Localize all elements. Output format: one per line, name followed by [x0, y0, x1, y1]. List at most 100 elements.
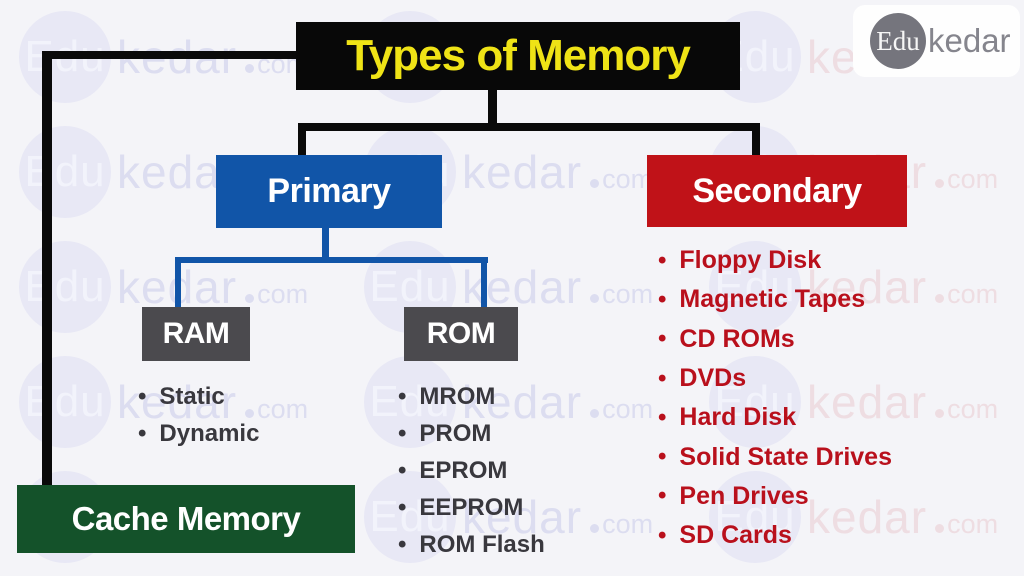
- bullet-icon: •: [658, 285, 667, 313]
- connector-primary-down: [322, 227, 329, 261]
- list-item: •EPROM: [398, 452, 545, 489]
- watermark-brand-text: Edu: [714, 377, 796, 426]
- primary-label: Primary: [267, 172, 391, 210]
- page-title: Types of Memory: [346, 31, 691, 80]
- watermark-name-text: kedar: [462, 376, 583, 428]
- list-item: • MROM: [398, 378, 545, 415]
- list-item-label: Pen Drives: [679, 481, 809, 510]
- watermark-circle-icon: Edu: [19, 356, 111, 448]
- watermark-domain-text: com: [947, 163, 999, 194]
- watermark-name-text: kedar: [462, 146, 583, 198]
- list-item-label: SD Cards: [679, 521, 792, 550]
- ram-types-list: • Static • Dynamic: [138, 378, 259, 452]
- watermark-dot-icon: [245, 63, 255, 73]
- watermark-domain-text: com: [947, 508, 999, 539]
- list-item: •DVDs: [658, 359, 892, 398]
- list-item-label: Dynamic: [159, 419, 260, 447]
- watermark-domain-text: com: [257, 278, 309, 309]
- list-item: • Dynamic: [138, 415, 259, 452]
- connector-to-primary: [298, 123, 306, 156]
- bullet-icon: •: [658, 325, 667, 353]
- list-item-label: Magnetic Tapes: [679, 285, 866, 314]
- bullet-icon: •: [658, 403, 667, 431]
- cache-memory-node: Cache Memory: [17, 485, 355, 553]
- list-item: • SD Cards: [658, 516, 892, 555]
- edukedar-logo: Edu kedar: [853, 5, 1020, 77]
- watermark-dot-icon: [935, 523, 945, 533]
- bullet-icon: •: [658, 246, 667, 274]
- bullet-icon: •: [398, 382, 407, 410]
- list-item: •Floppy Disk: [658, 241, 892, 280]
- logo-name-text: kedar: [928, 22, 1011, 59]
- watermark-dot-icon: [245, 408, 255, 418]
- watermark-domain-text: com: [947, 278, 999, 309]
- watermark-brand-text: Edu: [369, 377, 451, 426]
- watermark-name-text: kedar: [462, 261, 583, 313]
- watermark-circle-icon: Edu: [709, 471, 801, 563]
- watermark-name-text: kedar: [807, 376, 928, 428]
- list-item: •Solid State Drives: [658, 437, 892, 476]
- watermark-dot-icon: [590, 523, 600, 533]
- watermark-brand-text: Edu: [714, 492, 796, 541]
- rom-label: ROM: [426, 317, 496, 350]
- bullet-icon: •: [658, 364, 667, 392]
- watermark-circle-icon: Edu: [364, 471, 456, 563]
- watermark-dot-icon: [935, 293, 945, 303]
- bullet-icon: •: [398, 530, 407, 558]
- connector-title-down: [488, 88, 497, 128]
- watermark-dot-icon: [245, 293, 255, 303]
- bullet-icon: •: [658, 521, 667, 549]
- ram-node: RAM: [142, 307, 250, 361]
- watermark-circle-icon: Edu: [19, 126, 111, 218]
- bullet-icon: •: [398, 456, 407, 484]
- watermark-brand-text: Edu: [369, 492, 451, 541]
- list-item-label: Static: [159, 382, 225, 410]
- watermark-domain-text: com: [602, 278, 654, 309]
- watermark-name-text: kedar: [117, 376, 238, 428]
- rom-node: ROM: [404, 307, 518, 361]
- watermark-brand-text: Edu: [369, 262, 451, 311]
- list-item: • Magnetic Tapes: [658, 280, 892, 319]
- bullet-icon: •: [398, 493, 407, 521]
- list-item-label: Solid State Drives: [679, 442, 892, 471]
- list-item: • PROM: [398, 415, 545, 452]
- watermark-domain-text: com: [602, 163, 654, 194]
- watermark-brand-text: Edu: [24, 262, 106, 311]
- bullet-icon: •: [658, 482, 667, 510]
- watermark-dot-icon: [590, 293, 600, 303]
- ram-label: RAM: [162, 317, 230, 350]
- secondary-devices-list: •Floppy Disk•Magnetic Tapes•CD ROMs•DVDs…: [658, 241, 892, 555]
- logo-circle-text: Edu: [876, 25, 920, 56]
- list-item: • ROM Flash: [398, 526, 545, 563]
- list-item-label: PROM: [419, 419, 492, 447]
- edukedar-logo-circle-icon: Edu: [870, 13, 926, 69]
- list-item-label: CD ROMs: [679, 324, 795, 353]
- connector-title-to-cache-horizontal: [42, 51, 298, 59]
- connector-to-secondary: [752, 123, 760, 156]
- connector-ram-rom-horizontal: [175, 257, 488, 263]
- watermark-domain-text: com: [257, 393, 309, 424]
- bullet-icon: •: [138, 382, 147, 410]
- cache-label: Cache Memory: [71, 500, 301, 537]
- list-item-label: ROM Flash: [419, 530, 545, 558]
- list-item: • Pen Drives: [658, 477, 892, 516]
- list-item-label: EEPROM: [419, 493, 524, 521]
- connector-to-ram: [175, 257, 181, 308]
- watermark-circle-icon: Edu: [709, 356, 801, 448]
- watermark-domain-text: com: [602, 508, 654, 539]
- watermark-name-text: kedar: [807, 491, 928, 543]
- list-item-label: MROM: [419, 382, 496, 410]
- bullet-icon: •: [138, 419, 147, 447]
- secondary-memory-node: Secondary: [647, 155, 907, 227]
- title-node: Types of Memory: [296, 22, 740, 90]
- bullet-icon: •: [398, 419, 407, 447]
- list-item-label: Hard Disk: [679, 403, 797, 432]
- watermark-domain-text: com: [602, 393, 654, 424]
- watermark-brand-text: Edu: [24, 377, 106, 426]
- connector-to-rom: [481, 257, 487, 308]
- connector-primary-secondary-horizontal: [298, 123, 760, 131]
